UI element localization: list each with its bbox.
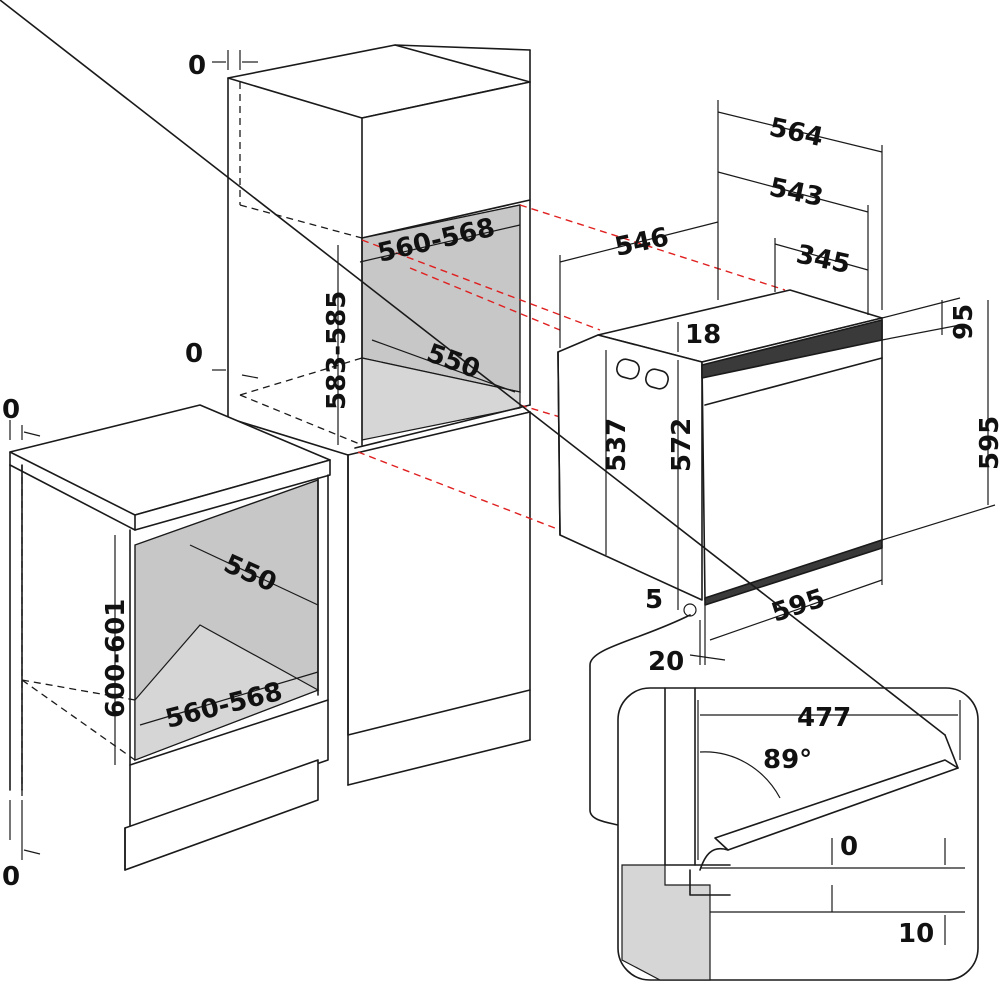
label-low-niche-height: 600-601 [101,599,131,718]
dimension-lines [9,50,996,860]
label-oven-front-height: 572 [667,418,697,472]
label-oven-depth-total: 564 [767,113,826,154]
label-door-clearance: 0 [840,832,858,862]
oven [557,289,883,606]
door-detail [0,0,979,981]
label-oven-front-offset: 20 [648,647,684,677]
label-oven-depth-546: 546 [612,222,671,263]
label-door-angle: 89° [763,745,812,775]
label-oven-bottom-gap: 5 [645,585,663,615]
label-oven-body-height: 537 [602,418,632,472]
label-mid-gap-tall: 0 [185,339,203,369]
label-oven-height: 595 [975,416,1000,470]
base-cabinet [9,404,331,871]
label-oven-top-offset: 18 [685,320,721,350]
label-oven-front-top: 95 [949,304,979,340]
label-door-depth: 477 [797,703,851,733]
label-oven-depth-345: 345 [794,240,853,281]
label-top-gap-tall: 0 [188,51,206,81]
tall-cabinet [227,44,531,786]
alignment-guides [357,204,786,531]
label-bottom-gap-low: 0 [2,862,20,892]
label-door-bottom: 10 [898,919,934,949]
label-tall-niche-height: 583-585 [322,291,352,410]
label-oven-depth-body: 543 [767,173,826,214]
label-top-gap-low: 0 [2,395,20,425]
